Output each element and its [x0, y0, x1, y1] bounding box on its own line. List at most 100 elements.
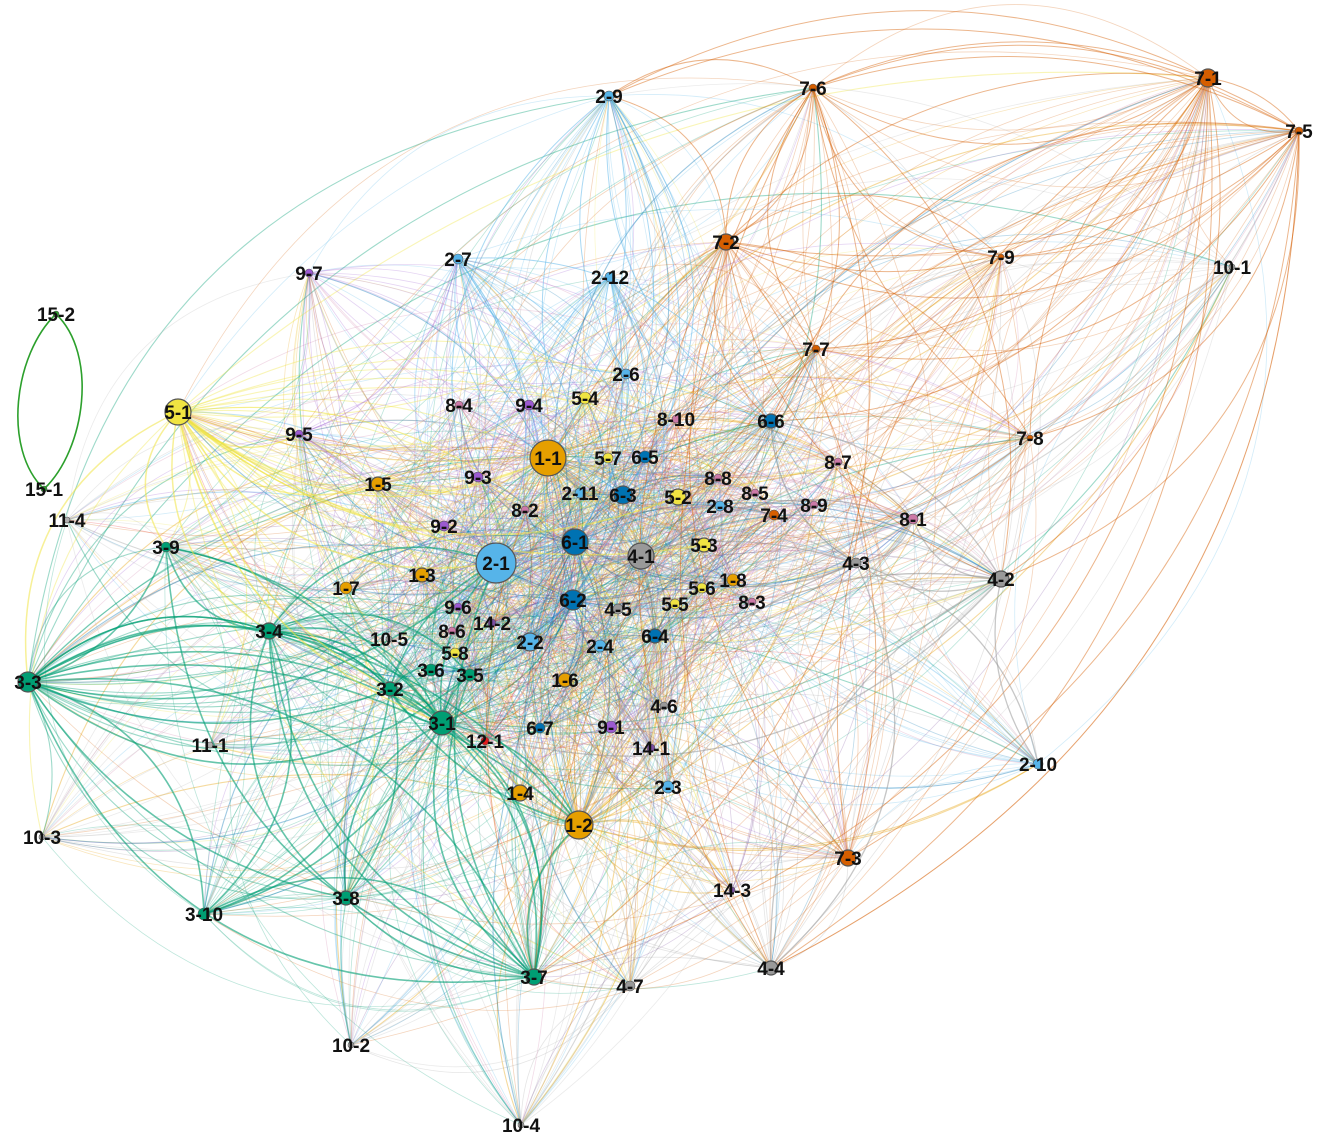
- edge-6-3-1-2: [578, 494, 663, 826]
- node-label-9-4: 9-4: [515, 396, 543, 417]
- node-3-5: [463, 668, 477, 682]
- node-label-6-7: 6-7: [526, 719, 553, 740]
- edge-8-1-4-3: [855, 518, 914, 564]
- edge-7-2-7-1: [725, 72, 1209, 243]
- edge-7-5-7-6: [812, 44, 1300, 132]
- edge-7-6-3-7: [533, 87, 870, 978]
- edge-2-11-9-6: [457, 492, 581, 608]
- node-label-2-9: 2-9: [595, 87, 622, 108]
- edge-1-6-14-1: [564, 679, 652, 749]
- edge-4-3-2-2: [529, 559, 857, 643]
- edge-6-7-7-7: [539, 348, 817, 729]
- edge-3-1-3-4: [268, 627, 443, 724]
- edge-12-1-8-3: [484, 597, 753, 742]
- edge-7-2-1-6: [559, 241, 727, 681]
- edge-1-5-9-7: [306, 272, 379, 485]
- edge-7-2-14-2: [491, 241, 727, 624]
- edge-2-3-8-5: [659, 492, 756, 788]
- edge-1-1-8-5: [547, 451, 756, 494]
- edge-5-5-5-2: [655, 496, 679, 605]
- edge-10-2-12-1: [341, 740, 486, 1046]
- edge-1-2-6-1: [539, 541, 580, 826]
- edge-6-2-7-1: [572, 77, 1209, 601]
- edge-5-3-4-3: [703, 525, 857, 564]
- node-4-6: [659, 701, 669, 711]
- edge-2-8-6-2: [572, 505, 721, 601]
- edge-3-4-1-8: [268, 579, 734, 682]
- edge-6-3-8-10: [622, 418, 677, 496]
- node-1-6: [557, 672, 573, 688]
- edge-9-2-5-5: [443, 517, 676, 605]
- node-6-4: [647, 628, 663, 644]
- edge-3-2-3-4: [268, 630, 391, 690]
- edge-3-1-3-8: [344, 722, 443, 899]
- edge-10-3-6-7: [41, 727, 541, 850]
- edge-3-7-2-1: [448, 562, 535, 978]
- edge-9-2-6-6: [443, 409, 772, 527]
- node-5-7: [602, 452, 614, 464]
- edge-8-5-3-7: [524, 492, 756, 978]
- edge-7-5-1-7: [345, 130, 1300, 591]
- edge-4-6-7-5: [663, 130, 1300, 707]
- edge-2-12-3-8: [331, 276, 611, 899]
- edge-14-2-5-5: [491, 591, 676, 624]
- edge-2-9-8-7: [607, 95, 839, 463]
- edge-4-6-7-9: [663, 256, 1002, 707]
- edge-1-3-1-1: [421, 457, 549, 576]
- node-9-2: [438, 520, 450, 532]
- node-7-9: [997, 253, 1005, 261]
- edge-7-3-8-1: [826, 518, 914, 859]
- edge-4-1-3-2: [389, 555, 642, 690]
- edge-4-4-6-4: [645, 635, 772, 969]
- edge-3-2-8-4: [381, 404, 460, 690]
- node-label-11-4: 11-4: [49, 511, 86, 532]
- edge-2-1-7-8: [495, 437, 1031, 581]
- edge-1-4-9-7: [294, 272, 521, 794]
- edge-8-1-2-2: [529, 518, 914, 668]
- edge-1-2-4-7: [578, 824, 637, 987]
- edge-9-3-1-4: [459, 476, 521, 794]
- edge-7-5-7-9: [1000, 130, 1300, 258]
- edge-3-8-8-5: [345, 492, 756, 899]
- edge-2-2-9-1: [529, 641, 612, 728]
- edge-3-9-4-4: [165, 546, 772, 969]
- node-label-5-1: 5-1: [164, 403, 192, 424]
- edge-4-3-6-6: [770, 420, 857, 564]
- edge-6-6-6-7: [539, 420, 772, 729]
- edge-9-2-7-5: [443, 129, 1300, 527]
- node-label-5-8: 5-8: [441, 644, 468, 665]
- edge-8-4-7-7: [458, 323, 817, 406]
- edge-7-9-7-7: [815, 256, 1002, 352]
- edge-10-5-7-6: [388, 87, 814, 640]
- edge-7-3-9-7: [308, 272, 849, 859]
- node-label-3-2: 3-2: [376, 680, 403, 701]
- edge-1-2-2-11: [578, 492, 646, 826]
- edge-4-4-7-1: [759, 77, 1209, 969]
- edge-2-8-3-10: [203, 505, 721, 915]
- edge-2-6-4-4: [576, 373, 772, 969]
- edge-10-2-4-7: [350, 985, 631, 1068]
- edge-6-6-10-1: [770, 266, 1233, 451]
- edge-6-2-8-6: [451, 594, 574, 632]
- edge-14-3-5-6: [701, 587, 759, 891]
- edge-7-1-7-5: [1207, 77, 1300, 132]
- edge-3-5-7-7: [469, 348, 817, 676]
- edge-6-2-5-8: [454, 599, 574, 654]
- node-9-3: [472, 471, 484, 483]
- edge-2-11-6-6: [579, 420, 772, 495]
- edge-7-6-1-7: [345, 87, 814, 589]
- edge-4-1-2-6: [611, 373, 642, 557]
- edge-3-7-3-3: [27, 678, 535, 978]
- edge-8-2-2-10: [524, 508, 1039, 765]
- edge-2-1-11-4: [66, 491, 497, 564]
- edge-3-4-3-9: [165, 546, 270, 632]
- edge-3-7-2-1: [453, 562, 535, 978]
- edge-10-1-7-3: [847, 266, 1233, 859]
- edge-9-3-9-5: [298, 419, 479, 478]
- edge-5-5-2-9: [608, 95, 712, 605]
- edge-1-1-1-5: [377, 446, 549, 485]
- edge-1-2-14-3: [578, 819, 733, 891]
- edge-7-4-2-3: [660, 514, 775, 788]
- edge-5-1-14-3: [177, 411, 733, 891]
